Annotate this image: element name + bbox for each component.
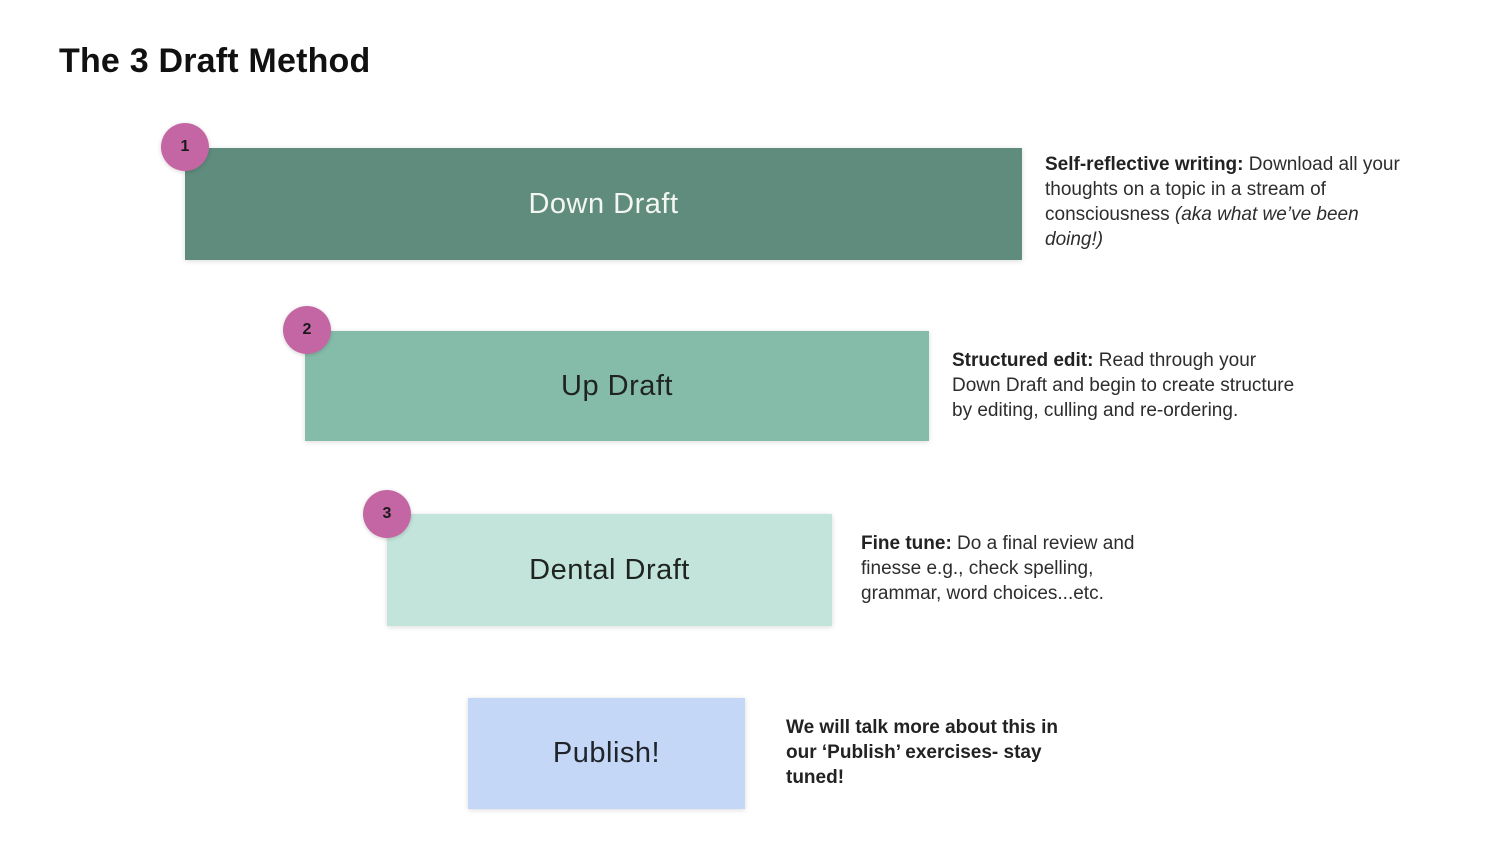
step-description-body-1: Download all your thoughts on a topic in…: [1045, 154, 1400, 225]
page-title: The 3 Draft Method: [59, 42, 371, 80]
step-bar-down-draft: Down Draft: [185, 148, 1022, 260]
step-description-down-draft: Self-reflective writing: Download all yo…: [1045, 152, 1465, 252]
step-description-dental-draft: Fine tune: Do a final review and finesse…: [861, 531, 1191, 606]
step-number-badge-2: 2: [283, 306, 331, 354]
step-number-3: 3: [382, 505, 392, 522]
step-bar-label-up-draft: Up Draft: [561, 369, 673, 402]
step-number-1: 1: [180, 138, 190, 155]
publish-bar: Publish!: [468, 698, 745, 809]
step-bar-label-dental-draft: Dental Draft: [529, 553, 690, 586]
step-description-lead-2: Structured edit:: [952, 350, 1094, 371]
step-description-body-3: Do a final review and finesse e.g., chec…: [861, 533, 1135, 604]
step-bar-up-draft: Up Draft: [305, 331, 929, 441]
step-bar-label-down-draft: Down Draft: [528, 187, 679, 220]
step-description-up-draft: Structured edit: Read through your Down …: [952, 348, 1372, 423]
step-number-badge-3: 3: [363, 490, 411, 538]
step-description-lead-3: Fine tune:: [861, 533, 952, 554]
step-description-italic-1: (aka what we’ve been doing!): [1045, 204, 1359, 250]
step-description-lead-1: Self-reflective writing:: [1045, 154, 1244, 175]
publish-bar-label: Publish!: [552, 737, 661, 769]
step-bar-dental-draft: Dental Draft: [387, 514, 832, 626]
step-number-2: 2: [302, 321, 312, 338]
step-description-body-2: Read through your Down Draft and begin t…: [952, 350, 1295, 421]
publish-description: We will talk more about this in our ‘Pub…: [786, 717, 1059, 788]
step-number-badge-1: 1: [161, 123, 209, 171]
